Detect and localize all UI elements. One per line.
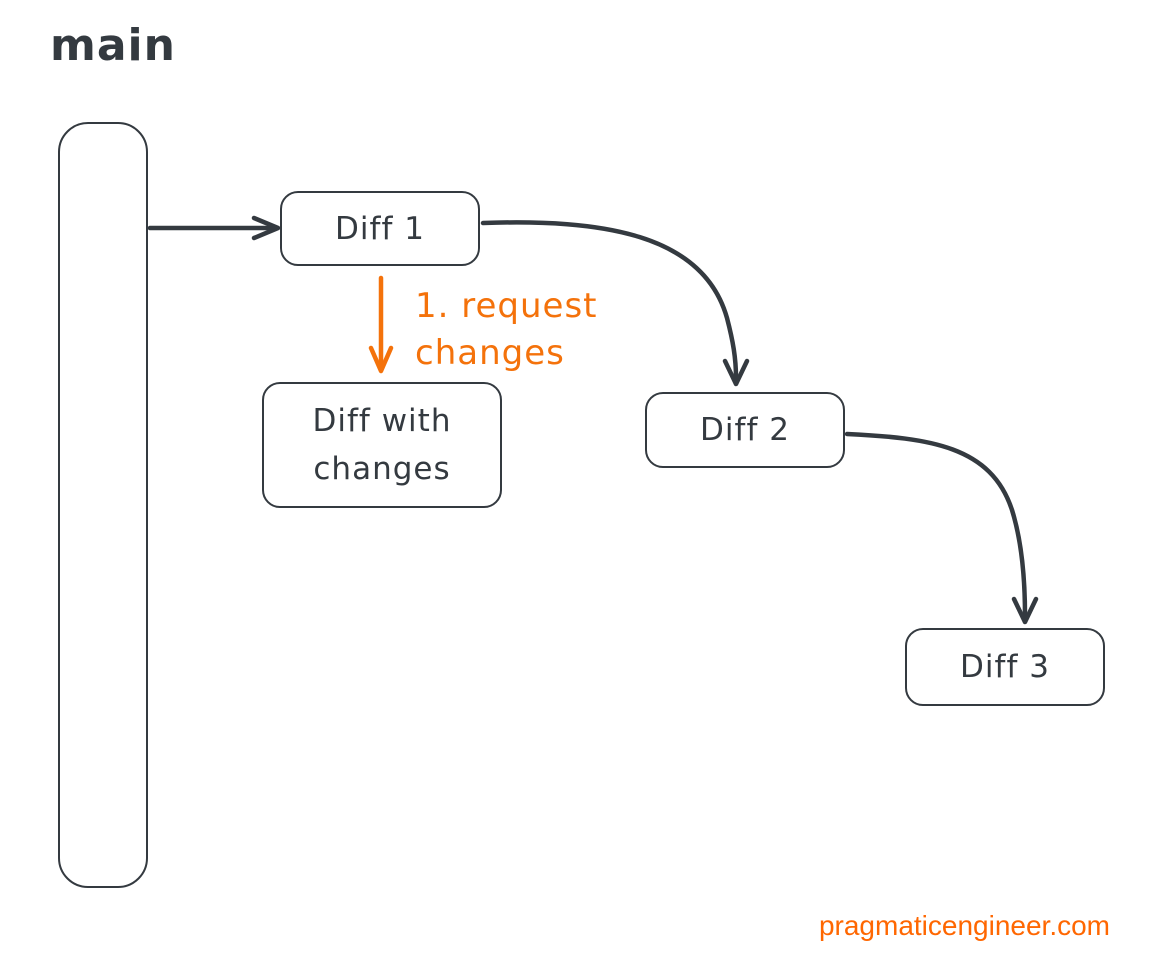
node-diff1: Diff 1 (280, 191, 480, 266)
node-diff-with-changes-line1: Diff with (312, 402, 452, 439)
node-diff-with-changes: Diff with changes (262, 382, 502, 508)
node-diff3: Diff 3 (905, 628, 1105, 706)
site-credit: pragmaticengineer.com (818, 910, 1110, 941)
node-diff1-label: Diff 1 (335, 210, 425, 247)
request-changes-annotation: 1. request changes (415, 283, 598, 377)
main-branch-label: main (50, 20, 176, 71)
node-diff3-label: Diff 3 (960, 649, 1050, 685)
node-diff2-label: Diff 2 (700, 412, 790, 448)
arrow-diff2-to-diff3 (844, 431, 1039, 625)
main-branch-lane (58, 122, 148, 888)
request-changes-annotation-line2: changes (415, 332, 565, 373)
node-diff-with-changes-line2: changes (313, 451, 451, 487)
arrow-request-changes (368, 275, 394, 374)
request-changes-annotation-line1: 1. request (415, 286, 598, 326)
node-diff2: Diff 2 (645, 392, 845, 468)
arrow-main-to-diff1 (147, 215, 281, 241)
arrow-diff1-to-diff2 (480, 220, 750, 387)
